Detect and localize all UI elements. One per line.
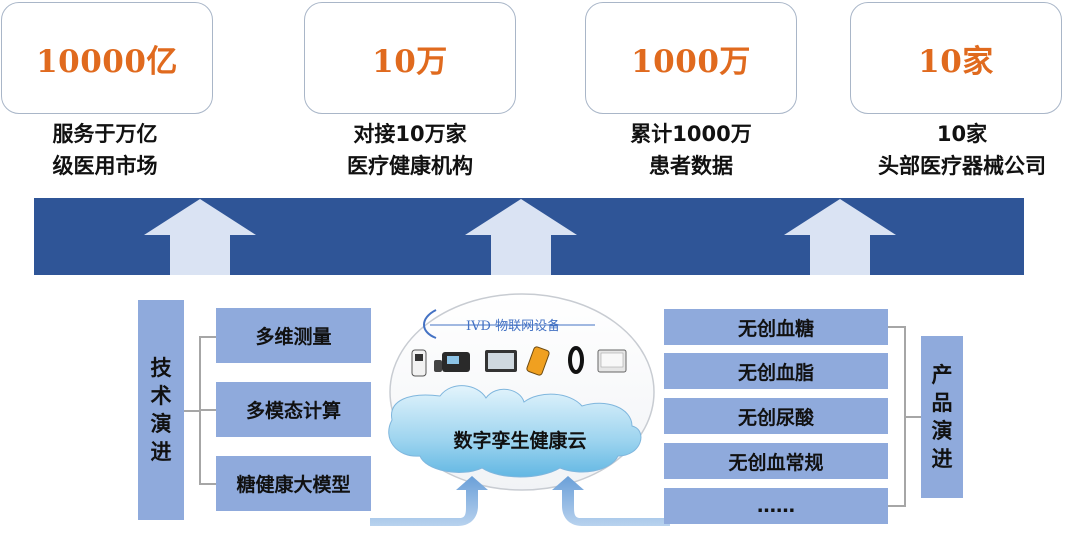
- label-char: 演: [150, 412, 172, 436]
- connector-line: [199, 483, 216, 485]
- stat-desc-line: 医疗健康机构: [347, 154, 473, 178]
- stat-value: 1000万: [631, 43, 751, 80]
- cloud-label: 数字孪生健康云: [453, 430, 587, 452]
- blood-pressure-monitor-icon: [434, 352, 470, 372]
- stat-card-patients: 1000万: [585, 2, 797, 114]
- up-arrows: [144, 199, 896, 275]
- stat-desc-line: 服务于万亿: [52, 122, 158, 146]
- tech-item-computing: 多模态计算: [216, 382, 371, 437]
- fitness-band-icon: [568, 346, 584, 374]
- up-arrow-icon: [144, 199, 256, 275]
- connector-line: [888, 326, 905, 328]
- label-char: 演: [931, 419, 953, 443]
- glucose-meter-icon: [411, 349, 427, 377]
- connector-line: [905, 416, 922, 418]
- label-char: 进: [931, 447, 953, 471]
- connector-line: [199, 336, 216, 338]
- label-char: 品: [931, 391, 953, 415]
- stat-desc: 对接10万家 医疗健康机构: [280, 118, 540, 182]
- stat-desc: 服务于万亿 级医用市场: [0, 118, 235, 182]
- product-item-lipid: 无创血脂: [664, 353, 888, 389]
- stat-desc-line: 头部医疗器械公司: [878, 154, 1046, 178]
- product-evolution-label: 产 品 演 进: [921, 336, 963, 498]
- ivd-swoosh: [423, 309, 437, 339]
- stat-desc-line: 对接10万家: [353, 122, 467, 146]
- product-item-uric-acid: 无创尿酸: [664, 398, 888, 434]
- stat-value: 10000亿: [36, 43, 178, 80]
- up-arrow-icon: [465, 199, 577, 275]
- up-arrow-icon: [784, 199, 896, 275]
- input-arrow-left-icon: [370, 476, 488, 526]
- connector-line: [184, 410, 200, 412]
- handheld-analyzer-icon: [526, 346, 550, 376]
- tech-item-large-model: 糖健康大模型: [216, 456, 371, 511]
- label-char: 产: [931, 363, 953, 387]
- health-cloud: [388, 385, 642, 478]
- label-char: 技: [150, 356, 172, 380]
- stat-card-companies: 10家: [850, 2, 1062, 114]
- stat-desc-line: 级医用市场: [52, 154, 158, 178]
- stat-desc: 累计1000万 患者数据: [561, 118, 821, 182]
- stat-desc: 10家 头部医疗器械公司: [832, 118, 1080, 182]
- monitor-screen-icon: [597, 349, 627, 373]
- stat-value: 10家: [918, 43, 994, 80]
- tablet-device-icon: [485, 350, 517, 372]
- input-arrow-right-icon: [552, 476, 670, 526]
- ivd-label: IVD 物联网设备: [466, 319, 561, 334]
- tech-evolution-label: 技 术 演 进: [138, 300, 184, 520]
- stat-card-institutions: 10万: [304, 2, 516, 114]
- stat-card-market: 10000亿: [1, 2, 213, 114]
- product-item-more: ……: [664, 488, 888, 524]
- connector-line: [199, 409, 216, 411]
- stat-desc-line: 患者数据: [649, 154, 733, 178]
- label-char: 术: [150, 384, 172, 408]
- stat-value: 10万: [372, 43, 448, 80]
- stat-desc-line: 累计1000万: [630, 122, 752, 146]
- center-graphic: [370, 293, 670, 526]
- product-item-blood-routine: 无创血常规: [664, 443, 888, 479]
- stat-desc-line: 10家: [936, 122, 988, 146]
- connector-line: [888, 505, 905, 507]
- tech-item-measurement: 多维测量: [216, 308, 371, 363]
- product-item-glucose: 无创血糖: [664, 309, 888, 345]
- label-char: 进: [150, 440, 172, 464]
